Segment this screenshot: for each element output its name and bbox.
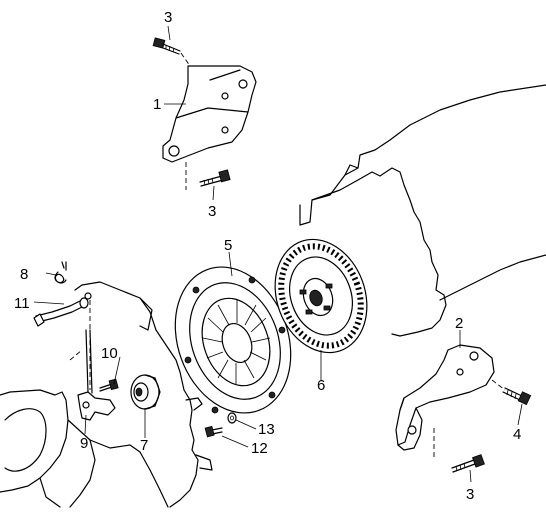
callout-11: 11 xyxy=(14,295,30,312)
bolt-3-top xyxy=(152,37,181,55)
callout-12: 12 xyxy=(251,440,268,457)
callout-3-bottom: 3 xyxy=(466,486,474,503)
callout-13: 13 xyxy=(258,421,275,438)
clutch-disc-6 xyxy=(274,238,368,354)
engine-block-outline xyxy=(299,84,546,337)
callout-4: 4 xyxy=(513,426,521,443)
bolt-10 xyxy=(99,378,119,392)
leader-lines xyxy=(33,25,523,483)
spring-8 xyxy=(54,261,67,284)
bolt-3-middle xyxy=(199,169,231,187)
callout-8: 8 xyxy=(20,266,28,283)
callout-3-middle: 3 xyxy=(208,203,216,220)
bracket-1 xyxy=(162,65,257,163)
bolt-4 xyxy=(502,387,532,406)
bolt-12 xyxy=(204,425,223,438)
callout-3-top: 3 xyxy=(164,9,172,26)
callout-9: 9 xyxy=(80,435,88,452)
release-fork-9 xyxy=(77,329,116,421)
transmission-housing xyxy=(0,281,213,508)
release-bearing-7 xyxy=(130,374,161,410)
callout-5: 5 xyxy=(224,237,232,254)
callout-1: 1 xyxy=(153,96,161,113)
shaft-11 xyxy=(33,297,89,327)
washer-13 xyxy=(227,412,237,424)
callout-2: 2 xyxy=(455,315,463,332)
bracket-2 xyxy=(395,344,495,451)
clutch-cover-5 xyxy=(174,266,292,414)
bolt-3-bottom xyxy=(451,454,485,473)
callout-7: 7 xyxy=(140,437,148,454)
callout-6: 6 xyxy=(317,377,325,394)
callout-10: 10 xyxy=(101,345,118,362)
